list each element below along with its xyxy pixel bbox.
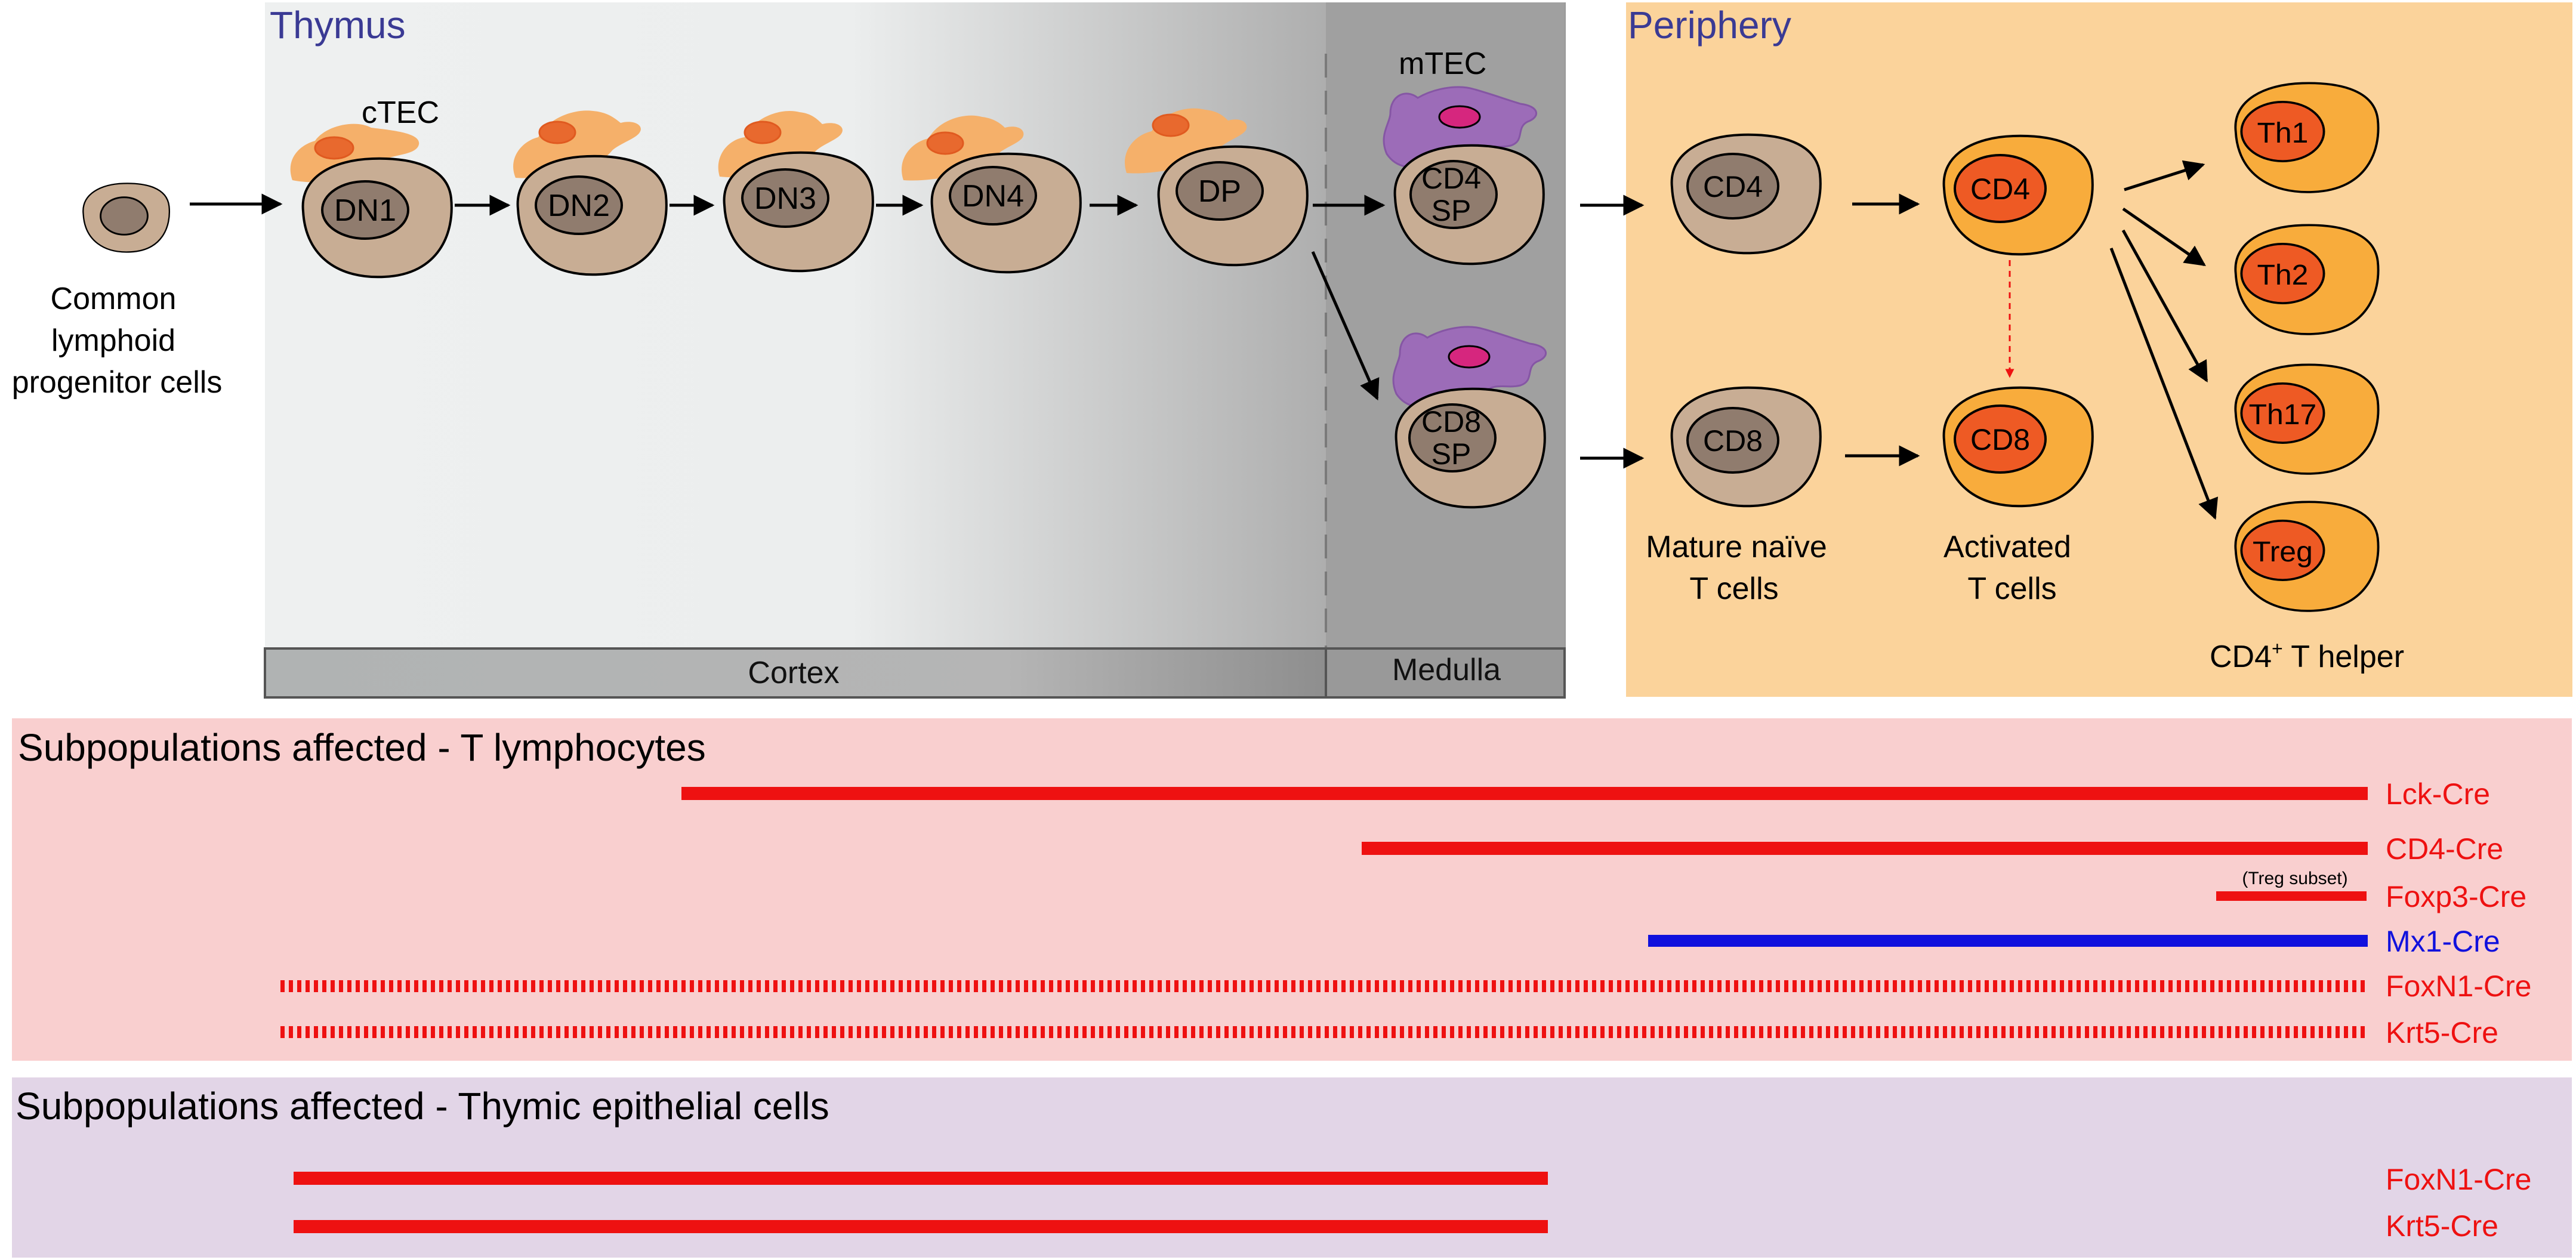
lck-cre-label: Lck-Cre: [2386, 777, 2490, 811]
naive-label-2: T cells: [1689, 572, 1778, 606]
naive-cd8-label: CD8: [1703, 424, 1763, 458]
arrow-dp-cd8sp: [1311, 251, 1380, 401]
periphery-title: Periphery: [1628, 4, 1791, 47]
foxp3-cre-label: Foxp3-Cre: [2386, 880, 2526, 913]
ctec-label: cTEC: [362, 95, 439, 130]
ctec-cell-2: [513, 110, 641, 178]
mtec-cell-1: [1383, 86, 1538, 168]
mx1-cre-label: Mx1-Cre: [2386, 925, 2500, 958]
cd4-cre-label: CD4-Cre: [2386, 832, 2503, 866]
cd8sp-cell: CD8 SP: [1395, 387, 1546, 509]
activated-cd4-cell: CD4: [1942, 134, 2094, 256]
ctec-cell-1: [290, 123, 419, 183]
krt5-cre-tcell-label: Krt5-Cre: [2386, 1016, 2498, 1049]
dn4-label: DN4: [962, 179, 1024, 214]
naive-cd4-label: CD4: [1703, 170, 1763, 203]
cd4sp-cell: CD4 SP: [1393, 144, 1545, 265]
naive-cd4-cell: CD4: [1670, 133, 1822, 255]
dp-label: DP: [1198, 174, 1241, 209]
progenitor-cell: [82, 183, 171, 253]
treg-cell: Treg: [2234, 501, 2380, 612]
mtec-label: mTEC: [1399, 47, 1486, 81]
activated-label-2: T cells: [1967, 572, 2056, 606]
periphery-region: [1626, 2, 2572, 697]
treg-subset-note: (Treg subset): [2242, 869, 2347, 888]
cd8sp-label-2: SP: [1432, 437, 1471, 471]
t-lymphocytes-panel: [12, 718, 2572, 1061]
arrow-cd4-th17: [2121, 229, 2208, 383]
cd8sp-label-1: CD8: [1421, 405, 1481, 438]
helper-label: CD4+ T helper: [2210, 638, 2404, 674]
activated-cd8-cell: CD8: [1942, 386, 2094, 508]
activated-label-1: Activated: [1943, 530, 2071, 564]
dn2-cell: DN2: [516, 155, 668, 276]
dn3-cell: DN3: [723, 151, 874, 273]
dp-cell: DP: [1157, 145, 1309, 267]
medulla-bar: [1325, 647, 1566, 699]
mtec-cell-2: [1392, 326, 1547, 408]
th1-label: Th1: [2257, 118, 2308, 149]
thymus-title: Thymus: [270, 4, 406, 47]
t-lymphocytes-panel-title: Subpopulations affected - T lymphocytes: [18, 726, 706, 769]
activated-cd8-label: CD8: [1970, 423, 2030, 456]
th2-label: Th2: [2257, 260, 2308, 291]
th1-cell: Th1: [2234, 82, 2380, 193]
krt5-cre-tec-label: Krt5-Cre: [2386, 1209, 2498, 1243]
ctec-cell-3: [718, 110, 843, 178]
ctec-cell-5: [1124, 108, 1247, 174]
progenitor-label-3: progenitor cells: [12, 365, 223, 400]
th17-cell: Th17: [2234, 363, 2380, 475]
th17-label: Th17: [2249, 399, 2317, 431]
arrow-cd4-th1: [2124, 160, 2205, 192]
ctec-cell-4: [901, 115, 1024, 181]
treg-label: Treg: [2253, 536, 2313, 568]
medulla-label: Medulla: [1392, 653, 1501, 687]
dn1-label: DN1: [334, 193, 396, 228]
arrow-cd4-th2: [2122, 207, 2206, 267]
foxn1-cre-tcell-label: FoxN1-Cre: [2386, 969, 2531, 1003]
dn1-cell: DN1: [301, 157, 453, 279]
progenitor-label-1: Common: [51, 282, 177, 316]
dn2-label: DN2: [548, 189, 610, 223]
naive-label-1: Mature naïve: [1646, 530, 1827, 564]
activated-cd4-label: CD4: [1970, 172, 2030, 206]
foxn1-cre-tec-label: FoxN1-Cre: [2386, 1163, 2531, 1196]
dn4-cell: DN4: [930, 152, 1082, 274]
cd4sp-label-2: SP: [1432, 194, 1471, 227]
th2-cell: Th2: [2234, 224, 2380, 335]
cortex-label: Cortex: [748, 656, 839, 690]
naive-cd8-cell: CD8: [1670, 386, 1822, 508]
tec-panel-title: Subpopulations affected - Thymic epithel…: [16, 1085, 829, 1128]
dn3-label: DN3: [754, 181, 816, 216]
cd4sp-label-1: CD4: [1421, 162, 1481, 195]
arrow-cd4-treg: [2109, 248, 2219, 520]
progenitor-label-2: lymphoid: [51, 323, 175, 358]
